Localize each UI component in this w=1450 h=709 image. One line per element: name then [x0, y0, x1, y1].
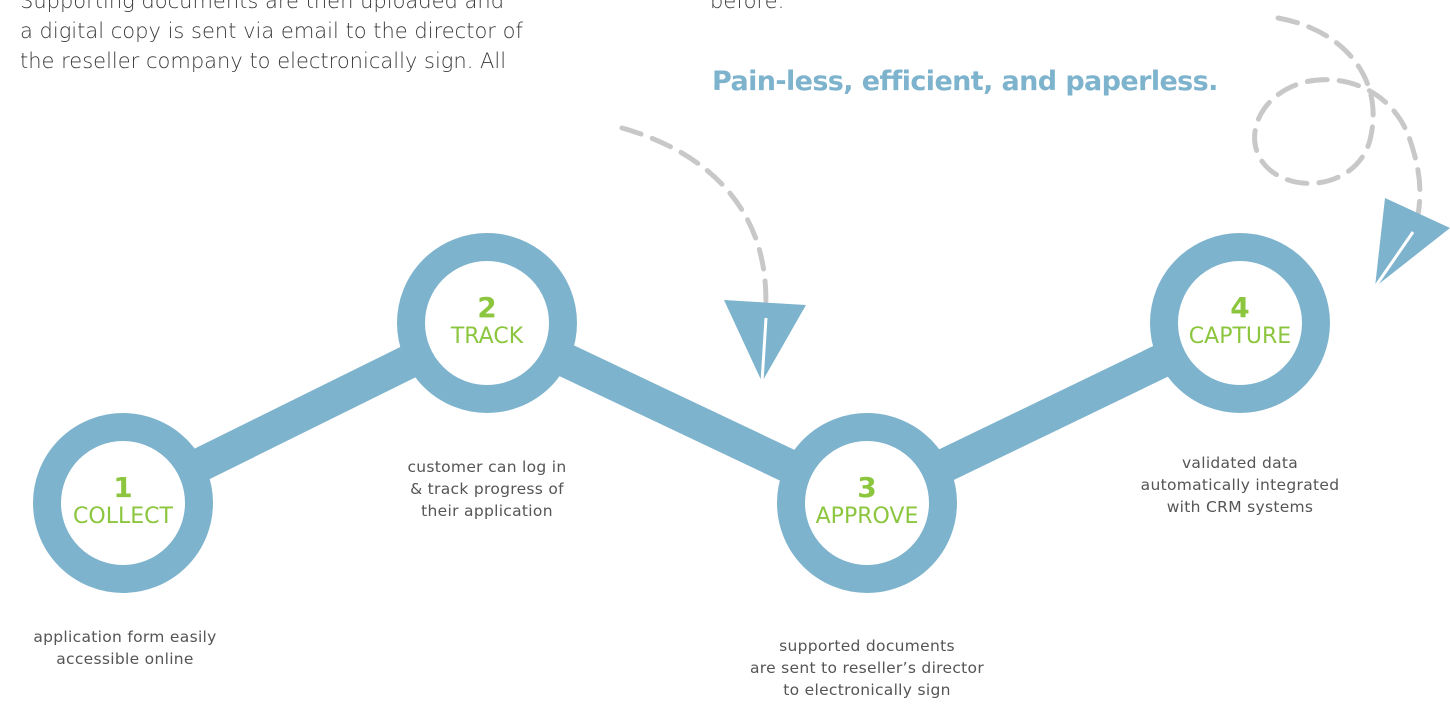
step-1-number: 1 — [113, 471, 133, 504]
step-ring-4 — [1150, 233, 1330, 413]
step-ring-1 — [33, 413, 213, 593]
connector-lines — [115, 307, 1248, 519]
description-line: application form easily — [33, 628, 217, 646]
step-3-name: APPROVE — [815, 504, 919, 529]
tagline: Pain-less, efficient, and paperless. — [712, 66, 1218, 97]
step-1-name: COLLECT — [73, 504, 173, 529]
step-1-label: 1 COLLECT — [33, 473, 213, 531]
dashed-curved-arrow-icon — [619, 125, 806, 383]
description-line: customer can log in — [407, 458, 567, 476]
description-line: to electronically sign — [783, 681, 951, 699]
step-1-description: application form easily accessible onlin… — [0, 626, 250, 670]
step-rings — [33, 233, 1330, 593]
step-2-description: customer can log in & track progress of … — [370, 456, 604, 522]
dashed-loop-arrow-icon — [1252, 15, 1450, 288]
step-4-number: 4 — [1230, 291, 1250, 324]
step-3-label: 3 APPROVE — [777, 473, 957, 531]
intro-line: a digital copy is sent via email to the … — [20, 19, 523, 43]
step-2-number: 2 — [477, 291, 497, 324]
description-line: validated data — [1181, 454, 1299, 472]
intro-paragraph-right: before. — [710, 0, 1110, 16]
description-line: supported documents — [779, 637, 955, 655]
step-3-description: supported documents are sent to reseller… — [727, 635, 1007, 701]
step-2-label: 2 TRACK — [397, 293, 577, 351]
intro-paragraph-left: Supporting documents are then uploaded a… — [20, 0, 620, 76]
intro-line: Supporting documents are then uploaded a… — [20, 0, 505, 13]
step-4-description: validated data automatically integrated … — [1110, 452, 1370, 518]
step-2-name: TRACK — [450, 324, 524, 349]
description-line: are sent to reseller’s director — [749, 659, 985, 677]
description-line: & track progress of — [410, 480, 564, 498]
description-line: accessible online — [56, 650, 194, 668]
description-line: their application — [421, 502, 553, 520]
intro-line: before. — [710, 0, 785, 13]
step-ring-3 — [777, 413, 957, 593]
step-ring-2 — [397, 233, 577, 413]
intro-line: the reseller company to electronically s… — [20, 49, 507, 73]
description-line: automatically integrated — [1140, 476, 1340, 494]
step-3-number: 3 — [857, 471, 877, 504]
description-line: with CRM systems — [1166, 498, 1314, 516]
step-4-label: 4 CAPTURE — [1150, 293, 1330, 351]
step-4-name: CAPTURE — [1188, 324, 1292, 349]
